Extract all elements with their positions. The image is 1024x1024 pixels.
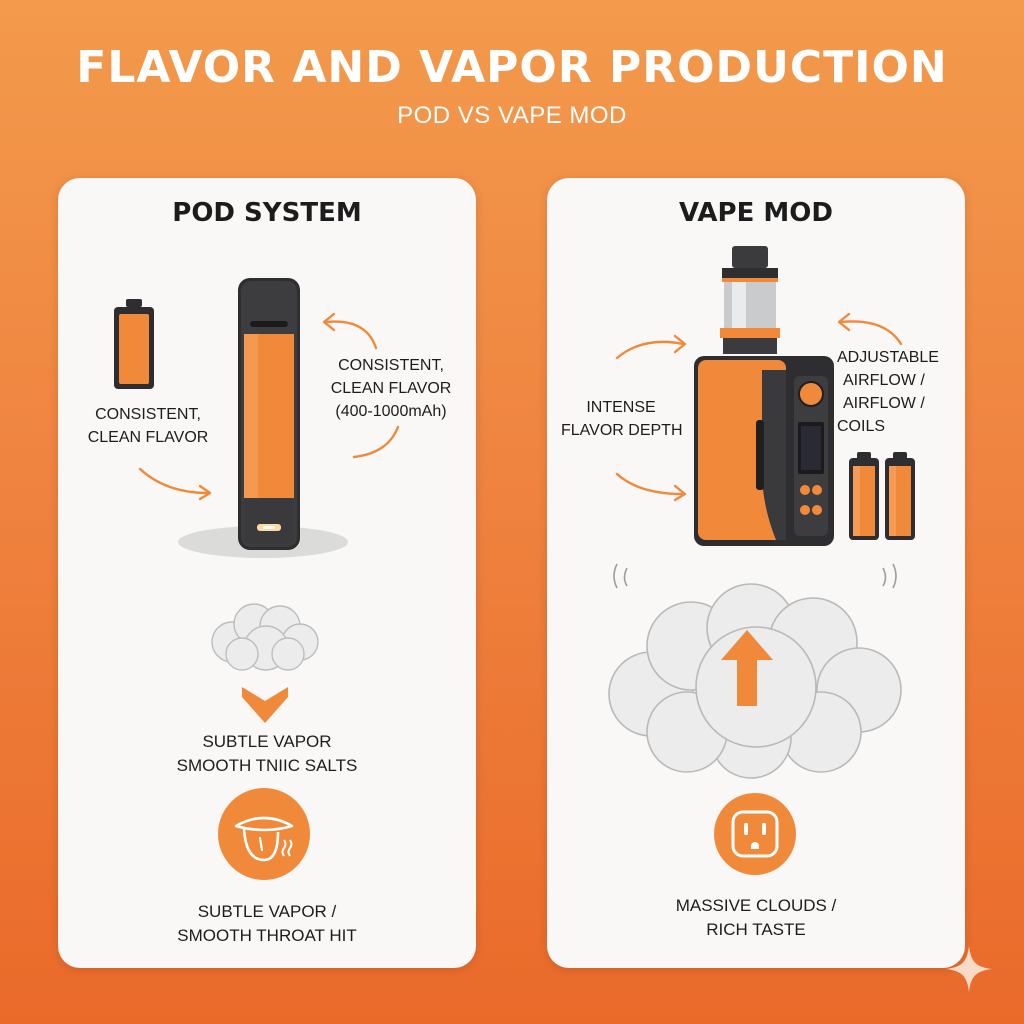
curved-arrow-icon [322,312,378,350]
battery-label-line-2: CLEAN FLAVOR [87,429,209,446]
pod-system-panel: POD SYSTEM CONSISTENT, CLEAN FLAVOR CONS… [58,178,476,968]
clouds-label-line-1: MASSIVE CLOUDS / [675,896,837,915]
power-outlet-icon [714,793,796,875]
vape-mod-panel: VAPE MOD [547,178,965,968]
vape-mod-title: VAPE MOD [679,198,833,228]
curved-arrow-icon [837,312,903,346]
flavor-depth-label: INTENSE FLAVOR DEPTH [561,396,683,442]
curved-arrow-line [352,425,400,459]
pod-device-icon [178,278,348,558]
taste-label-line-1: SUBTLE VAPOR / [197,902,337,921]
tongue-icon [218,788,310,880]
vapor-label-line-2: SMOOTH TNIIC SALTS [176,756,358,775]
motion-lines-icon [613,563,897,589]
box-mod-icon [694,356,834,546]
up-arrow-icon [721,630,773,706]
big-cloud-icon [608,583,902,779]
clouds-label: MASSIVE CLOUDS / RICH TASTE [631,894,881,942]
clouds-label-line-2: RICH TASTE [706,920,806,939]
device-label: CONSISTENT, CLEAN FLAVOR (400-1000mAh) [316,354,466,423]
curved-arrow-icon [138,467,212,501]
battery-icon [114,299,154,389]
small-cloud-icon [211,603,319,671]
tank-icon [720,246,780,354]
airflow-label-line-3: AIRFLOW / [843,395,925,412]
vapor-label-line-1: SUBTLE VAPOR [202,732,332,751]
airflow-label-line-2: AIRFLOW / [843,372,925,389]
battery-label: CONSISTENT, CLEAN FLAVOR [68,403,228,449]
airflow-label: ADJUSTABLE AIRFLOW / AIRFLOW / COILS [837,346,959,438]
vapor-label: SUBTLE VAPOR SMOOTH TNIIC SALTS [142,730,392,778]
device-label-line-1: CONSISTENT, [338,357,444,374]
device-label-line-3: (400-1000mAh) [335,403,447,420]
page-title: FLAVOR AND VAPOR PRODUCTION [76,42,948,93]
flavor-depth-line-1: INTENSE [586,399,656,416]
battery-label-line-1: CONSISTENT, [95,406,201,423]
battery-pair-icon [849,452,915,540]
page-subtitle: POD VS VAPE MOD [397,102,627,129]
curved-arrow-icon [615,472,687,502]
curved-arrow-icon [615,334,687,360]
flavor-depth-line-2: FLAVOR DEPTH [561,422,683,439]
airflow-label-line-4: COILS [837,418,886,435]
device-label-line-2: CLEAN FLAVOR [330,380,452,397]
pod-system-title: POD SYSTEM [172,198,362,228]
airflow-label-line-1: ADJUSTABLE [837,349,939,366]
taste-label-line-2: SMOOTH THROAT HIT [177,926,357,945]
taste-label: SUBTLE VAPOR / SMOOTH THROAT HIT [142,900,392,948]
sparkle-icon [946,946,992,992]
down-arrow-icon [242,687,288,723]
